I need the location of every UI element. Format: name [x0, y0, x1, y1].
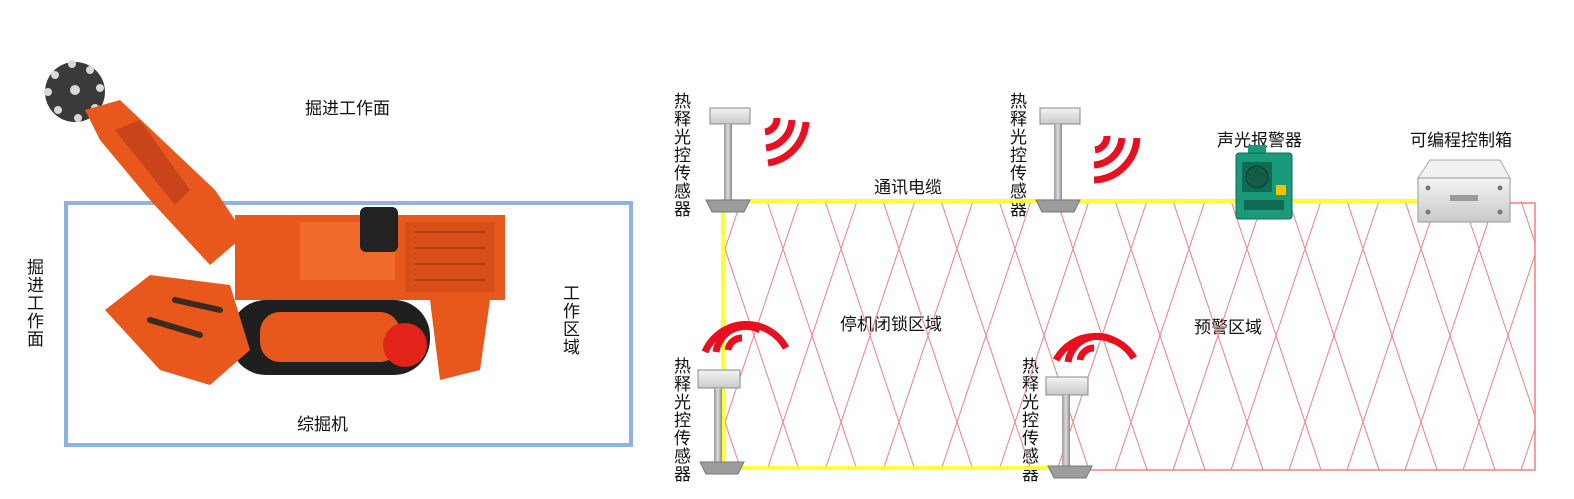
wireless-signal-icon: [701, 320, 790, 354]
pir-sensor-icon: [705, 107, 751, 213]
pir-sensor-icon: [1045, 376, 1093, 479]
face-top-label: 掘进工作面: [305, 99, 390, 119]
alarm-label: 声光报警器: [1217, 131, 1302, 151]
wireless-signal-icon: [1052, 332, 1137, 363]
stop-zone-label: 停机闭锁区域: [840, 315, 942, 335]
sensor-label-1: 热释光控传感器: [670, 92, 690, 218]
pir-sensor-icon: [1035, 107, 1081, 213]
wireless-signal-icon: [764, 117, 810, 167]
roadheader-icon: [44, 60, 505, 385]
plc-box-label: 可编程控制箱: [1410, 131, 1512, 151]
work-area-label: 工作区域: [559, 284, 579, 356]
sensor-label-2: 热释光控传感器: [1006, 92, 1026, 218]
sensor-label-4: 热释光控传感器: [1018, 357, 1038, 483]
work-area-frame: [64, 201, 633, 447]
pir-sensor-icon: [697, 369, 745, 475]
wireless-signal-icon: [1093, 135, 1141, 184]
face-left-label: 掘进工作面: [23, 258, 43, 348]
warn-zone-label: 预警区域: [1194, 318, 1262, 338]
sensor-label-3: 热释光控传感器: [670, 357, 690, 483]
communication-cable: [721, 199, 1425, 470]
machine-label: 综掘机: [297, 415, 348, 435]
siren-alarm-icon: [1235, 145, 1293, 220]
cable-label: 通讯电缆: [874, 178, 942, 198]
warn-zone-boundary: [1076, 202, 1536, 471]
control-box-icon: [1417, 159, 1511, 223]
